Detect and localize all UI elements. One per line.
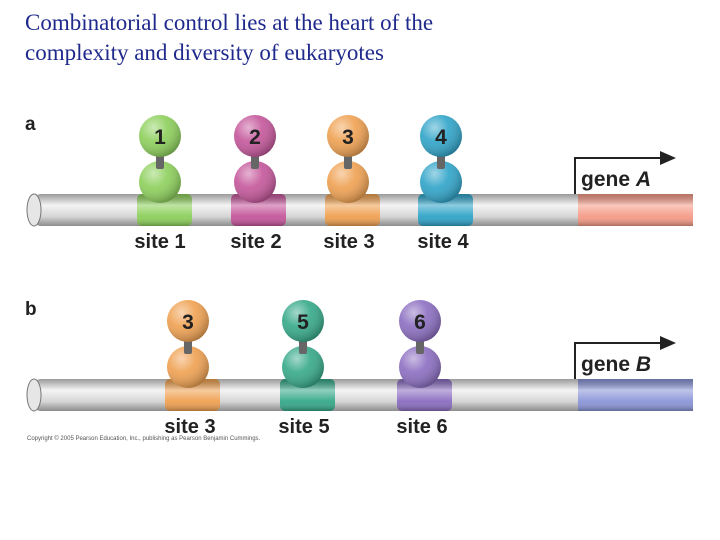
- site-label: site 3: [323, 231, 374, 253]
- panel-b: b 3 5 6: [25, 299, 693, 438]
- protein-number: 3: [342, 126, 354, 149]
- panel-b-label: b: [25, 299, 37, 320]
- site-label: site 5: [278, 416, 329, 438]
- protein-a-1: 1: [137, 115, 192, 226]
- site-label: site 4: [417, 231, 469, 253]
- protein-number: 1: [154, 126, 166, 149]
- protein-number: 3: [182, 311, 194, 334]
- panel-a: a 1 2 3: [25, 114, 693, 253]
- gene-b-prefix: gene: [581, 353, 630, 376]
- transcription-arrow-b: [574, 336, 676, 379]
- title-line-2: complexity and diversity of eukaryotes: [25, 40, 384, 65]
- dna-end-b: [26, 378, 42, 412]
- site-label: site 6: [396, 416, 447, 438]
- copyright-notice: Copyright © 2005 Pearson Education, Inc.…: [27, 436, 261, 442]
- transcription-arrow-a: [574, 151, 676, 194]
- gene-b-letter: B: [636, 353, 651, 376]
- protein-a-3: 3: [325, 115, 380, 226]
- gene-a-prefix: gene: [581, 168, 630, 191]
- gene-a-letter: A: [635, 168, 651, 191]
- protein-b-3: 3: [165, 300, 220, 411]
- title-line-1: Combinatorial control lies at the heart …: [25, 10, 434, 35]
- gene-a-label: gene A: [581, 168, 651, 191]
- protein-a-2: 2: [231, 115, 286, 226]
- site-label: site 3: [164, 416, 215, 438]
- protein-number: 4: [435, 126, 447, 149]
- protein-b-6: 6: [397, 300, 452, 411]
- site-label: site 2: [230, 231, 281, 253]
- protein-b-5: 5: [280, 300, 335, 411]
- protein-a-4: 4: [418, 115, 473, 226]
- gene-region-b: [578, 379, 693, 411]
- panel-a-label: a: [25, 114, 36, 135]
- slide-title: Combinatorial control lies at the heart …: [25, 8, 705, 68]
- protein-number: 2: [249, 126, 261, 149]
- protein-number: 6: [414, 311, 426, 334]
- gene-region-a: [578, 194, 693, 226]
- site-label: site 1: [134, 231, 185, 253]
- gene-b-label: gene B: [581, 353, 651, 376]
- dna-end-a: [26, 193, 42, 227]
- protein-number: 5: [297, 311, 309, 334]
